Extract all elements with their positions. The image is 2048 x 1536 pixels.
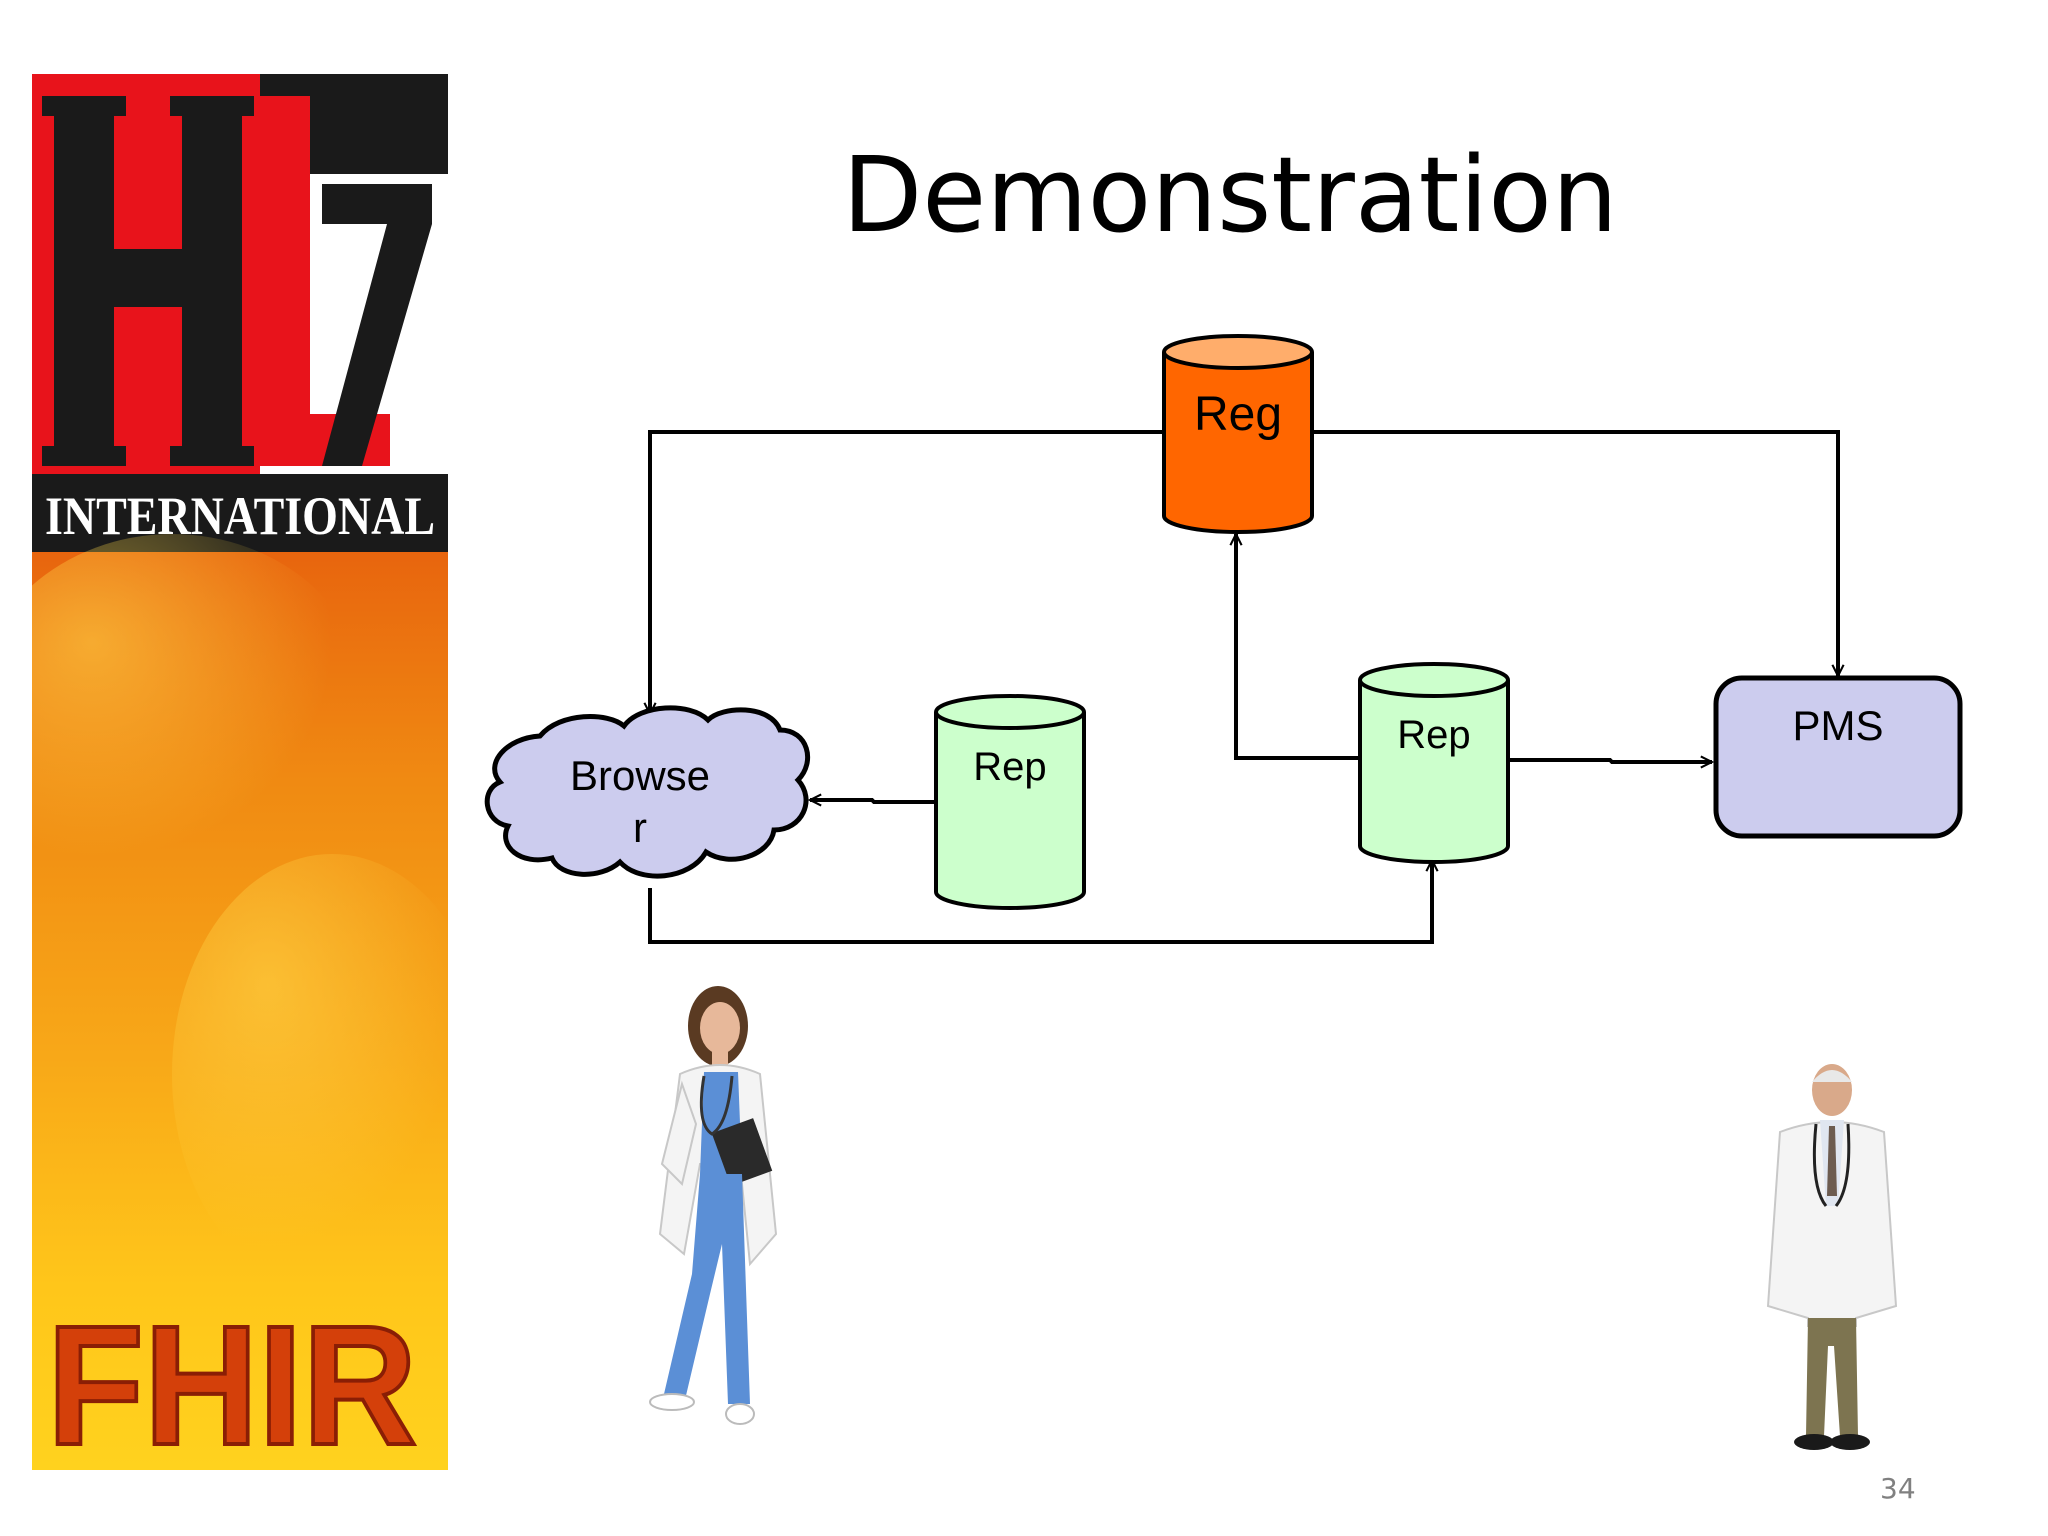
registry-node: Reg [1162,334,1314,534]
connectors [648,430,1838,944]
logo-fhir-text: FHIR [47,1291,417,1470]
page-number: 34 [1880,1472,1916,1505]
nurse-figure-icon [649,986,778,1425]
hl7-fhir-logo: INTERNATIONAL FHIR [32,74,448,1470]
repository-left-node: Rep [934,694,1086,910]
browser-label-line2: r [633,804,647,851]
repository-left-label: Rep [973,745,1046,789]
pms-node: PMS [1713,675,1963,839]
connector-repository-to-browser [810,800,936,802]
doctor-figure-icon [1766,1064,1898,1450]
repository-right-node: Rep [1358,662,1510,864]
pms-label: PMS [1792,702,1883,749]
registry-label: Reg [1194,388,1282,441]
hl7-fhir-banner: INTERNATIONAL FHIR [32,74,448,1470]
logo-h-letter [42,96,254,466]
logo-subtitle: INTERNATIONAL [45,486,435,546]
connector-registry-to-pms [1312,430,1838,676]
connector-browser-to-repository [648,860,1432,944]
browser-node: Browse r [484,705,811,879]
browser-label-line1: Browse [570,752,710,799]
doctor-figure [1736,1056,1926,1466]
connector-registry-to-browser [650,430,1170,714]
nurse-figure [600,984,810,1440]
logo-7-digit [322,184,432,466]
connector-repository-to-pms [1502,760,1712,762]
slide-title: Demonstration [842,134,1618,256]
connector-repository-to-registry [1236,534,1360,760]
repository-right-label: Rep [1397,713,1470,757]
